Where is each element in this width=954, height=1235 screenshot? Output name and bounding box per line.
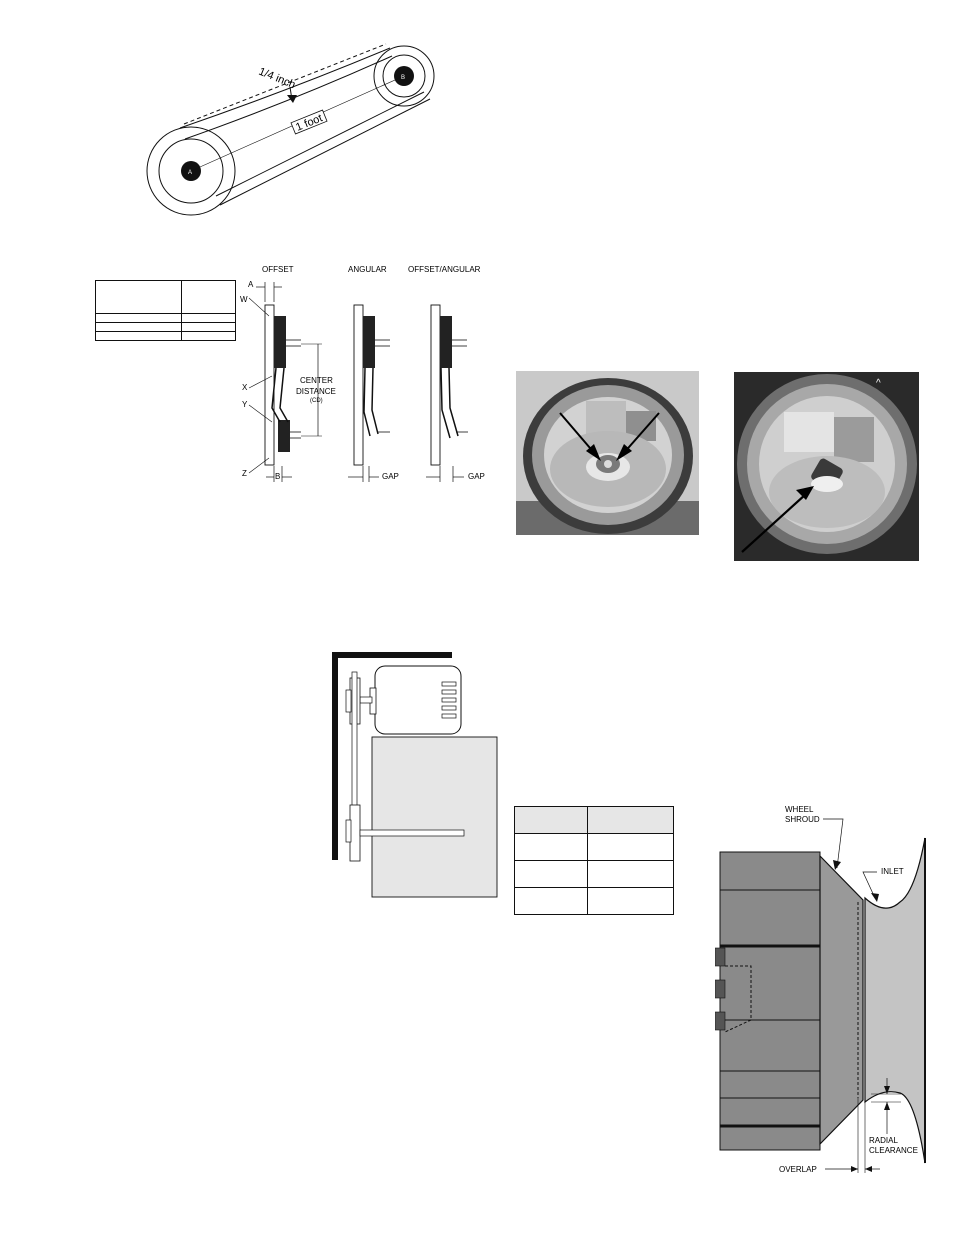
belt-tension-diagram: 1/4 inch 1 foot B A: [146, 43, 435, 216]
wheel-shroud-label-2: SHROUD: [785, 815, 820, 824]
pulley-upper-offset-angular: [440, 316, 452, 368]
large-pulley-label: A: [188, 170, 192, 176]
label-w: W: [240, 295, 248, 304]
fan-inlet-photo-1: [516, 371, 699, 535]
wheel-inlet-clearance-diagram: WHEEL SHROUD INLET RADIAL CLEARANCE OVER…: [715, 805, 926, 1174]
data-table: [514, 806, 674, 915]
fan-inlet-photo-2: ^: [734, 372, 919, 561]
pulley-upper-offset: [274, 316, 286, 368]
label-z: Z: [242, 469, 247, 478]
straightedge-line: [183, 43, 387, 125]
span-label: 1 foot: [294, 112, 324, 133]
pulley-lower-offset: [278, 420, 290, 452]
motor-drive-side-view: [332, 652, 498, 898]
gap-label-offset-angular: GAP: [468, 472, 485, 481]
radial-clearance-label-2: CLEARANCE: [869, 1146, 918, 1155]
label-y: Y: [242, 400, 248, 409]
pulley-upper-angular: [363, 316, 375, 368]
belt-upper: [179, 47, 391, 129]
pulley-alignment-diagram: OFFSET ANGULAR OFFSET/ANGULAR A W CENTER…: [240, 265, 485, 482]
label-a: A: [248, 280, 254, 289]
gap-label-angular: GAP: [382, 472, 399, 481]
fan-shaft: [359, 829, 465, 837]
inlet-label: INLET: [881, 867, 904, 876]
heading-offset: OFFSET: [262, 265, 294, 274]
small-data-table: [95, 280, 236, 341]
center-distance-line2: DISTANCE: [296, 387, 336, 396]
label-b: B: [275, 472, 280, 481]
belt-lower: [219, 98, 431, 206]
deflection-arrow: [287, 95, 297, 103]
straightedge-offset-angular: [430, 304, 441, 466]
svg-text:^: ^: [876, 378, 881, 389]
fan-housing: [371, 736, 498, 898]
center-distance-line3: (CD): [310, 398, 323, 404]
wheel-shroud-label-1: WHEEL: [785, 805, 814, 814]
straightedge-angular: [353, 304, 364, 466]
inlet-cone: [864, 837, 926, 1164]
wheel-housing: [719, 851, 821, 1151]
fan-sheave: [349, 804, 361, 862]
overlap-label: OVERLAP: [779, 1165, 817, 1174]
heading-angular: ANGULAR: [348, 265, 387, 274]
label-x: X: [242, 383, 248, 392]
wheel-shroud: [819, 854, 864, 1146]
radial-clearance-label-1: RADIAL: [869, 1136, 898, 1145]
center-distance-line1: CENTER: [300, 376, 333, 385]
small-pulley-label: B: [401, 75, 405, 81]
straightedge-offset: [264, 304, 275, 466]
wall: [332, 652, 338, 860]
heading-offset-angular: OFFSET/ANGULAR: [408, 265, 481, 274]
arrow-single: [741, 493, 807, 553]
